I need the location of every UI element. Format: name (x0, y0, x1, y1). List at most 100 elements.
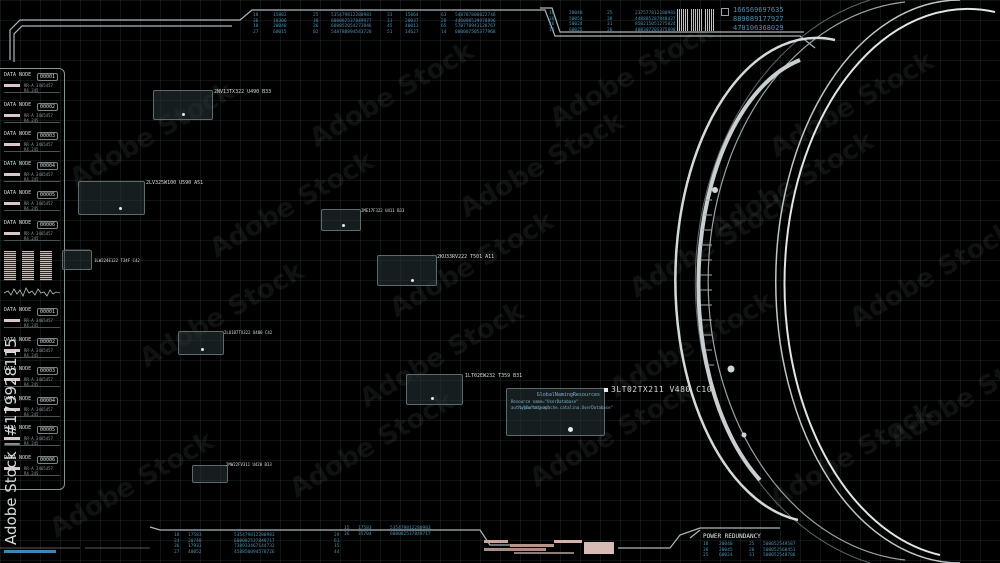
data-node-number: 00004 (36, 161, 58, 170)
data-node-sub: RR-A 3465457 R4.245 (24, 171, 53, 182)
top-right-table-cell: 850215051275824 (635, 22, 676, 27)
top-right-table-cell: 50024 (569, 22, 583, 27)
top-right-checkbox[interactable] (721, 8, 729, 16)
divider (4, 92, 60, 93)
divider (4, 356, 60, 358)
bottom-table-cell: 15 (334, 544, 340, 549)
top-right-table-cell: 26 (549, 22, 555, 27)
info-box-4[interactable] (377, 255, 437, 286)
square-marker-icon (604, 387, 608, 392)
waveform-graph (4, 287, 60, 297)
data-node-bar (4, 466, 20, 470)
power-cell: 508052548786 (763, 553, 796, 558)
data-node-label: DATA NODE (4, 101, 32, 108)
top-left-table-cell: 15882 (273, 13, 287, 18)
bottom-table-cell: 24 (174, 538, 180, 544)
info-box-7[interactable] (406, 374, 463, 405)
power-cell: 508052549587 (763, 542, 796, 547)
data-node-label: DATA NODE (4, 454, 32, 461)
divider (4, 415, 60, 417)
data-node-number: 00006 (36, 220, 58, 229)
bottom-mid-table-cell: 535479812280983 (390, 526, 431, 531)
info-box-3[interactable] (321, 209, 361, 231)
power-cell: 508052568451 (763, 547, 796, 553)
power-cell: 25 (703, 553, 709, 558)
divider (4, 151, 60, 152)
node-tag-2: 2LV325W100 U590 A51 (146, 180, 204, 186)
info-box-2[interactable] (78, 181, 145, 215)
top-left-table-cell: 446080539978896 (455, 18, 496, 24)
divider (4, 474, 60, 476)
divider (4, 180, 60, 182)
info-box-1[interactable] (153, 90, 213, 120)
top-left-table-cell: 27 (253, 29, 259, 35)
data-node-bar (4, 202, 20, 205)
top-right-table-cell: 448885287848427 (635, 16, 676, 22)
node-tag-5: 1LW224E122 T34F C42 (94, 258, 140, 263)
bottom-mid-table-cell: 35704 (358, 531, 372, 537)
number-readout-2: 889089177927 (733, 15, 784, 23)
node-tag-7: 1LT02EW232 T359 B31 (465, 373, 523, 379)
top-left-table-cell: 60015 (273, 29, 287, 35)
info-box-8[interactable] (192, 465, 228, 483)
top-left-table-cell: 18 (253, 13, 259, 18)
info-box-main[interactable]: GlobalNamingResources Resource name="Use… (506, 388, 613, 436)
bottom-table-cell: 738933467144732 (234, 544, 275, 549)
bottom-table-cell: 458850094578726 (234, 549, 275, 555)
top-right-table-cell: 60025 (569, 27, 583, 33)
data-node-number: 00004 (36, 396, 58, 405)
top-left-table-cell: 18306 (273, 18, 287, 24)
data-node-sub: RR-A 3465457 R4.245 (24, 436, 53, 446)
bottom-mid-table-cell: 36 (344, 531, 350, 537)
top-right-table-cell: 36 (549, 16, 555, 22)
data-node-label: DATA NODE (4, 219, 32, 226)
data-node-label: DATA NODE (4, 366, 32, 372)
top-left-table-cell: 15864 (405, 13, 419, 18)
top-right-numbers: 166569697635 889089177927 470106368029 (733, 6, 784, 33)
top-left-table-cell: 608052054273846 (331, 24, 372, 29)
data-node-label: DATA NODE (4, 425, 32, 431)
top-left-table-cell: 20048 (273, 24, 287, 29)
bottom-table-cell: 17583 (188, 533, 202, 538)
bottom-table-cell: 61 (334, 538, 340, 544)
data-node-bar (4, 113, 20, 117)
node-tag-4: 2KU33RV222 T501 A11 (437, 254, 495, 260)
top-left-table-cell: 31 (387, 18, 393, 24)
info-box-5[interactable] (62, 250, 92, 270)
data-node-sub: RR-A 3465457 R4.245 (24, 112, 53, 123)
data-node-number: 00002 (36, 337, 58, 346)
data-node-bar (4, 378, 20, 381)
data-node-bar (4, 172, 20, 176)
data-node-number: 00001 (36, 73, 58, 81)
data-node-sub: RR-A 3465457 R4.245 (24, 142, 53, 152)
bottom-table-cell: 18 (174, 533, 180, 538)
top-left-table-cell: 14627 (405, 29, 419, 35)
top-left-table-cell: 45 (387, 24, 393, 29)
top-right-table-cell: 26 (607, 27, 613, 33)
top-right-table-cell: 50054 (569, 16, 583, 22)
info-box-6[interactable] (178, 331, 224, 355)
top-left-table-cell: 38 (313, 18, 319, 24)
data-node-bar (4, 437, 20, 440)
